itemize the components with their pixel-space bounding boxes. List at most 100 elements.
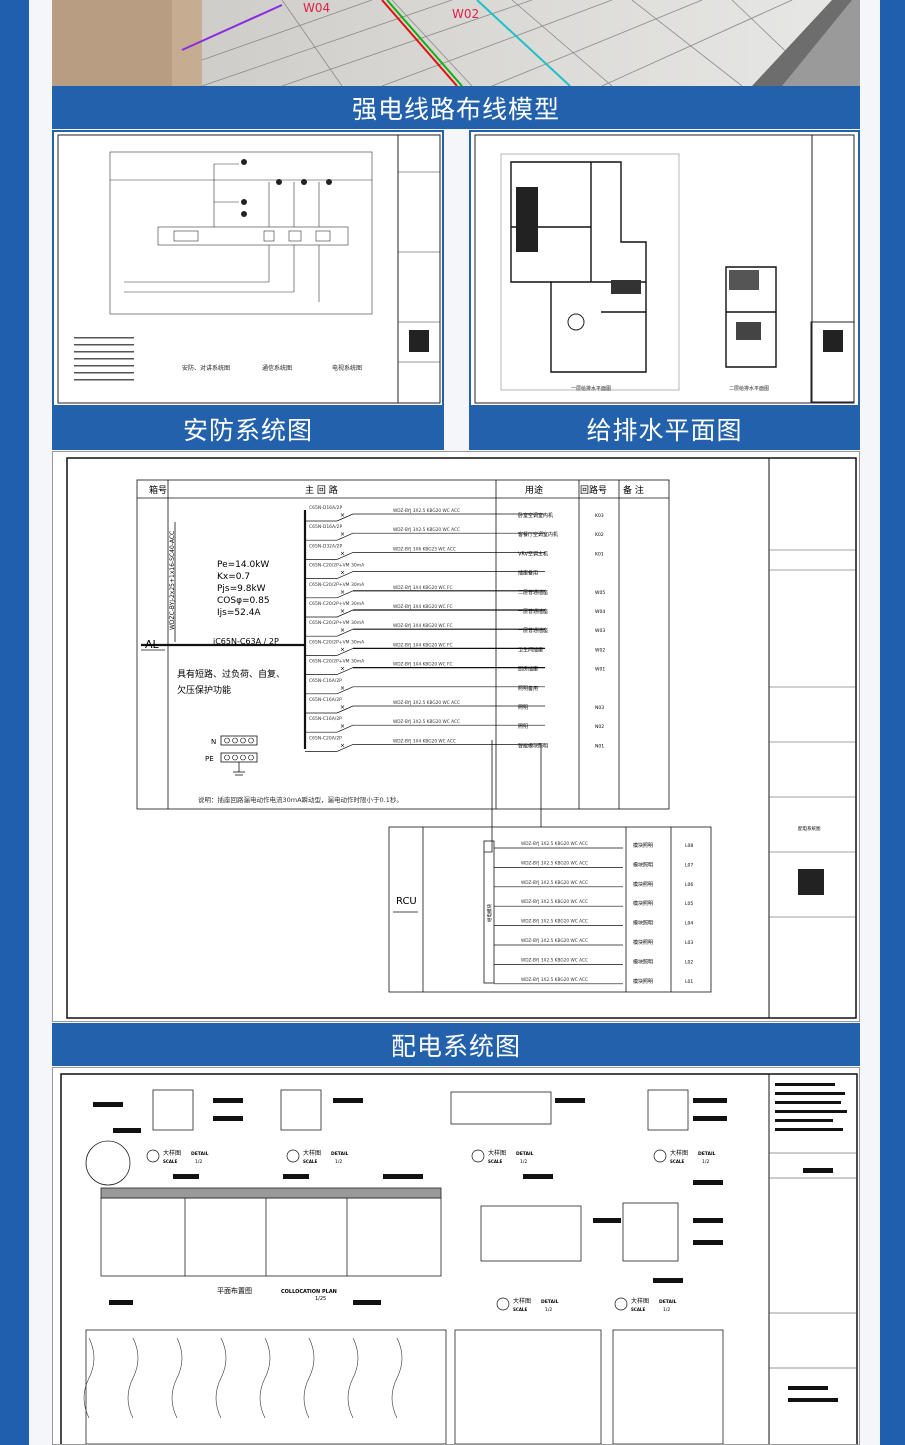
rcu-module-label: 继电模块: [486, 904, 493, 922]
circuit-code: W02: [595, 647, 605, 653]
breaker-switch: [336, 667, 354, 675]
breaker-label: C65N-C20/2P+VM 30mA: [309, 601, 365, 607]
detail-scale-value: 1/2: [702, 1159, 709, 1165]
cable-label: WDZ-BYJ 3X4 KBG20 WC FC: [393, 604, 453, 610]
use-label: 厨房插座: [518, 666, 538, 673]
cable-label: WDZ-BYJ 3X2.5 KBG20 WC ACC: [393, 719, 460, 725]
breaker-switch: [336, 686, 354, 695]
cable-label: WDZ-BYJ 3X4 KBG20 WC FC: [393, 662, 453, 668]
detail-en: DETAIL: [331, 1151, 349, 1157]
header-use: 用途: [525, 484, 543, 496]
rcu-use: 模块照明: [633, 881, 653, 888]
breaker-x-icon: ×: [340, 646, 345, 653]
plumbing-plan: 一层给排水平面图 二层给排水平面图: [474, 134, 855, 404]
rcu-cable: WDZ-BYJ 3X2.5 KBG20 WC ACC: [521, 841, 588, 847]
use-label: 一层普通插座: [518, 627, 548, 634]
breaker-switch: [336, 744, 354, 752]
detail-en: DETAIL: [659, 1299, 677, 1305]
rcu-cable: WDZ-BYJ 3X2.5 KBG20 WC ACC: [521, 938, 588, 944]
circuit-code: N02: [595, 724, 604, 730]
detail-label: 大样图: [163, 1149, 181, 1157]
cable-label: WDZ-BYJ 3X2.5 KBG20 WC ACC: [393, 700, 460, 706]
cable-label: WDZ-BYJ 3X4 KBG20 WC ACC: [393, 738, 456, 744]
circuit-row: C65N-C20/2P+VM 30mA×WDZ-BYJ 3X4 KBG20 WC…: [305, 659, 605, 675]
circuit-row: C65N-C20/2P+VM 30mA×WDZ-BYJ 3X4 KBG20 WC…: [305, 639, 605, 656]
load-param: Kx=0.7: [217, 572, 250, 582]
rcu-use: 模块照明: [633, 939, 653, 946]
breaker-x-icon: ×: [340, 608, 345, 615]
cable-label: WDZ-BYJ 3X2.5 KBG20 WC ACC: [393, 508, 460, 514]
rcu-cable: WDZ-BYJ 3X2.5 KBG20 WC ACC: [521, 977, 588, 983]
detail-scale: SCALE: [488, 1159, 502, 1164]
rcu-cable: WDZ-BYJ 3X2.5 KBG20 WC ACC: [521, 880, 588, 886]
cable-label: WDZ-BYJ 3X2.5 KBG20 WC ACC: [393, 527, 460, 533]
cable-label: WDZ-BYJ 3X4 KBG20 WC FC: [393, 623, 453, 629]
wire-label-w02: W02: [452, 7, 479, 21]
breaker-x-icon: ×: [340, 704, 345, 711]
detail-marker-icon: [471, 1149, 485, 1163]
main-breaker: iC65N-C63A / 2P: [213, 637, 279, 646]
use-label: VRV空调主机: [518, 550, 548, 557]
use-label: 客餐厅空调室内机: [518, 531, 558, 538]
detail-label: 大样图: [513, 1297, 531, 1305]
security-title-2: 通信系统图: [262, 364, 292, 372]
detail-scale: SCALE: [163, 1159, 177, 1164]
detail-scale-value: 1/2: [545, 1307, 552, 1313]
breaker-switch: [336, 648, 354, 656]
breaker-label: C65N-C16A/2P: [309, 716, 342, 722]
load-param: COSφ=0.85: [217, 596, 270, 606]
terminal-icon: [232, 737, 238, 744]
breaker-label: C65N-D16A/2P: [309, 524, 343, 530]
detail-label: 大样图: [303, 1149, 321, 1157]
breaker-switch: [336, 552, 354, 560]
breaker-switch: [336, 532, 354, 541]
terminal-icon: [240, 754, 246, 761]
breaker-switch: [336, 705, 354, 714]
breaker-label: C65N-C20/2P+VM 30mA: [309, 639, 365, 645]
terminal-icon: [240, 737, 246, 744]
detail-en: DETAIL: [698, 1151, 716, 1157]
breaker-label: C65N-C16A/2P: [309, 697, 342, 703]
breaker-x-icon: ×: [340, 723, 345, 730]
header-main: 主 回 路: [305, 484, 338, 496]
use-label: 智能模块照明: [518, 742, 548, 749]
rcu-code: L04: [685, 921, 693, 927]
breaker-x-icon: ×: [340, 589, 345, 596]
security-drawing: 安防、对讲系统图 通信系统图 电视系统图: [52, 130, 444, 407]
breaker-x-icon: ×: [340, 685, 345, 692]
circuit-row: C65N-C20/2P+VM 30mA× WDZ-BYJ 3X4 KBG20 WC…: [305, 601, 605, 618]
breaker-switch: [336, 609, 354, 618]
breaker-x-icon: ×: [340, 742, 345, 749]
protection-line-2: 欠压保护功能: [177, 684, 231, 696]
circuit-code: N03: [595, 705, 604, 711]
detail-marker-icon: [496, 1297, 510, 1311]
detail-scale: SCALE: [670, 1159, 684, 1164]
wire-label-w04: W04: [303, 1, 330, 15]
distribution-note: 说明：插座回路漏电动作电流30mA瞬动型，漏电动作时限小于0.1秒。: [198, 795, 403, 804]
detail-marker-icon: [653, 1149, 667, 1163]
use-label: 照明备用: [518, 685, 538, 692]
rcu-use: 模块照明: [633, 920, 653, 927]
rcu-code: L07: [685, 862, 693, 868]
breaker-switch: [336, 590, 354, 599]
breaker-x-icon: ×: [340, 512, 345, 519]
use-label: 卫生间插座: [518, 646, 543, 653]
plumbing-title-1: 一层给排水平面图: [571, 385, 611, 392]
security-title-1: 安防、对讲系统图: [182, 364, 230, 372]
title-block-drawing-title: 配电系统图: [798, 825, 821, 832]
distribution-drawing: 配电系统图 箱号 主 回 路 用途 回路号 备 注 AL WDZC-BYJ-2x…: [52, 451, 860, 1022]
detail-en: DETAIL: [191, 1151, 209, 1157]
rcu-code: L01: [685, 979, 693, 985]
box-name: AL: [145, 638, 160, 651]
terminal-pe-label: PE: [205, 755, 214, 763]
use-label: 照明: [518, 705, 528, 711]
